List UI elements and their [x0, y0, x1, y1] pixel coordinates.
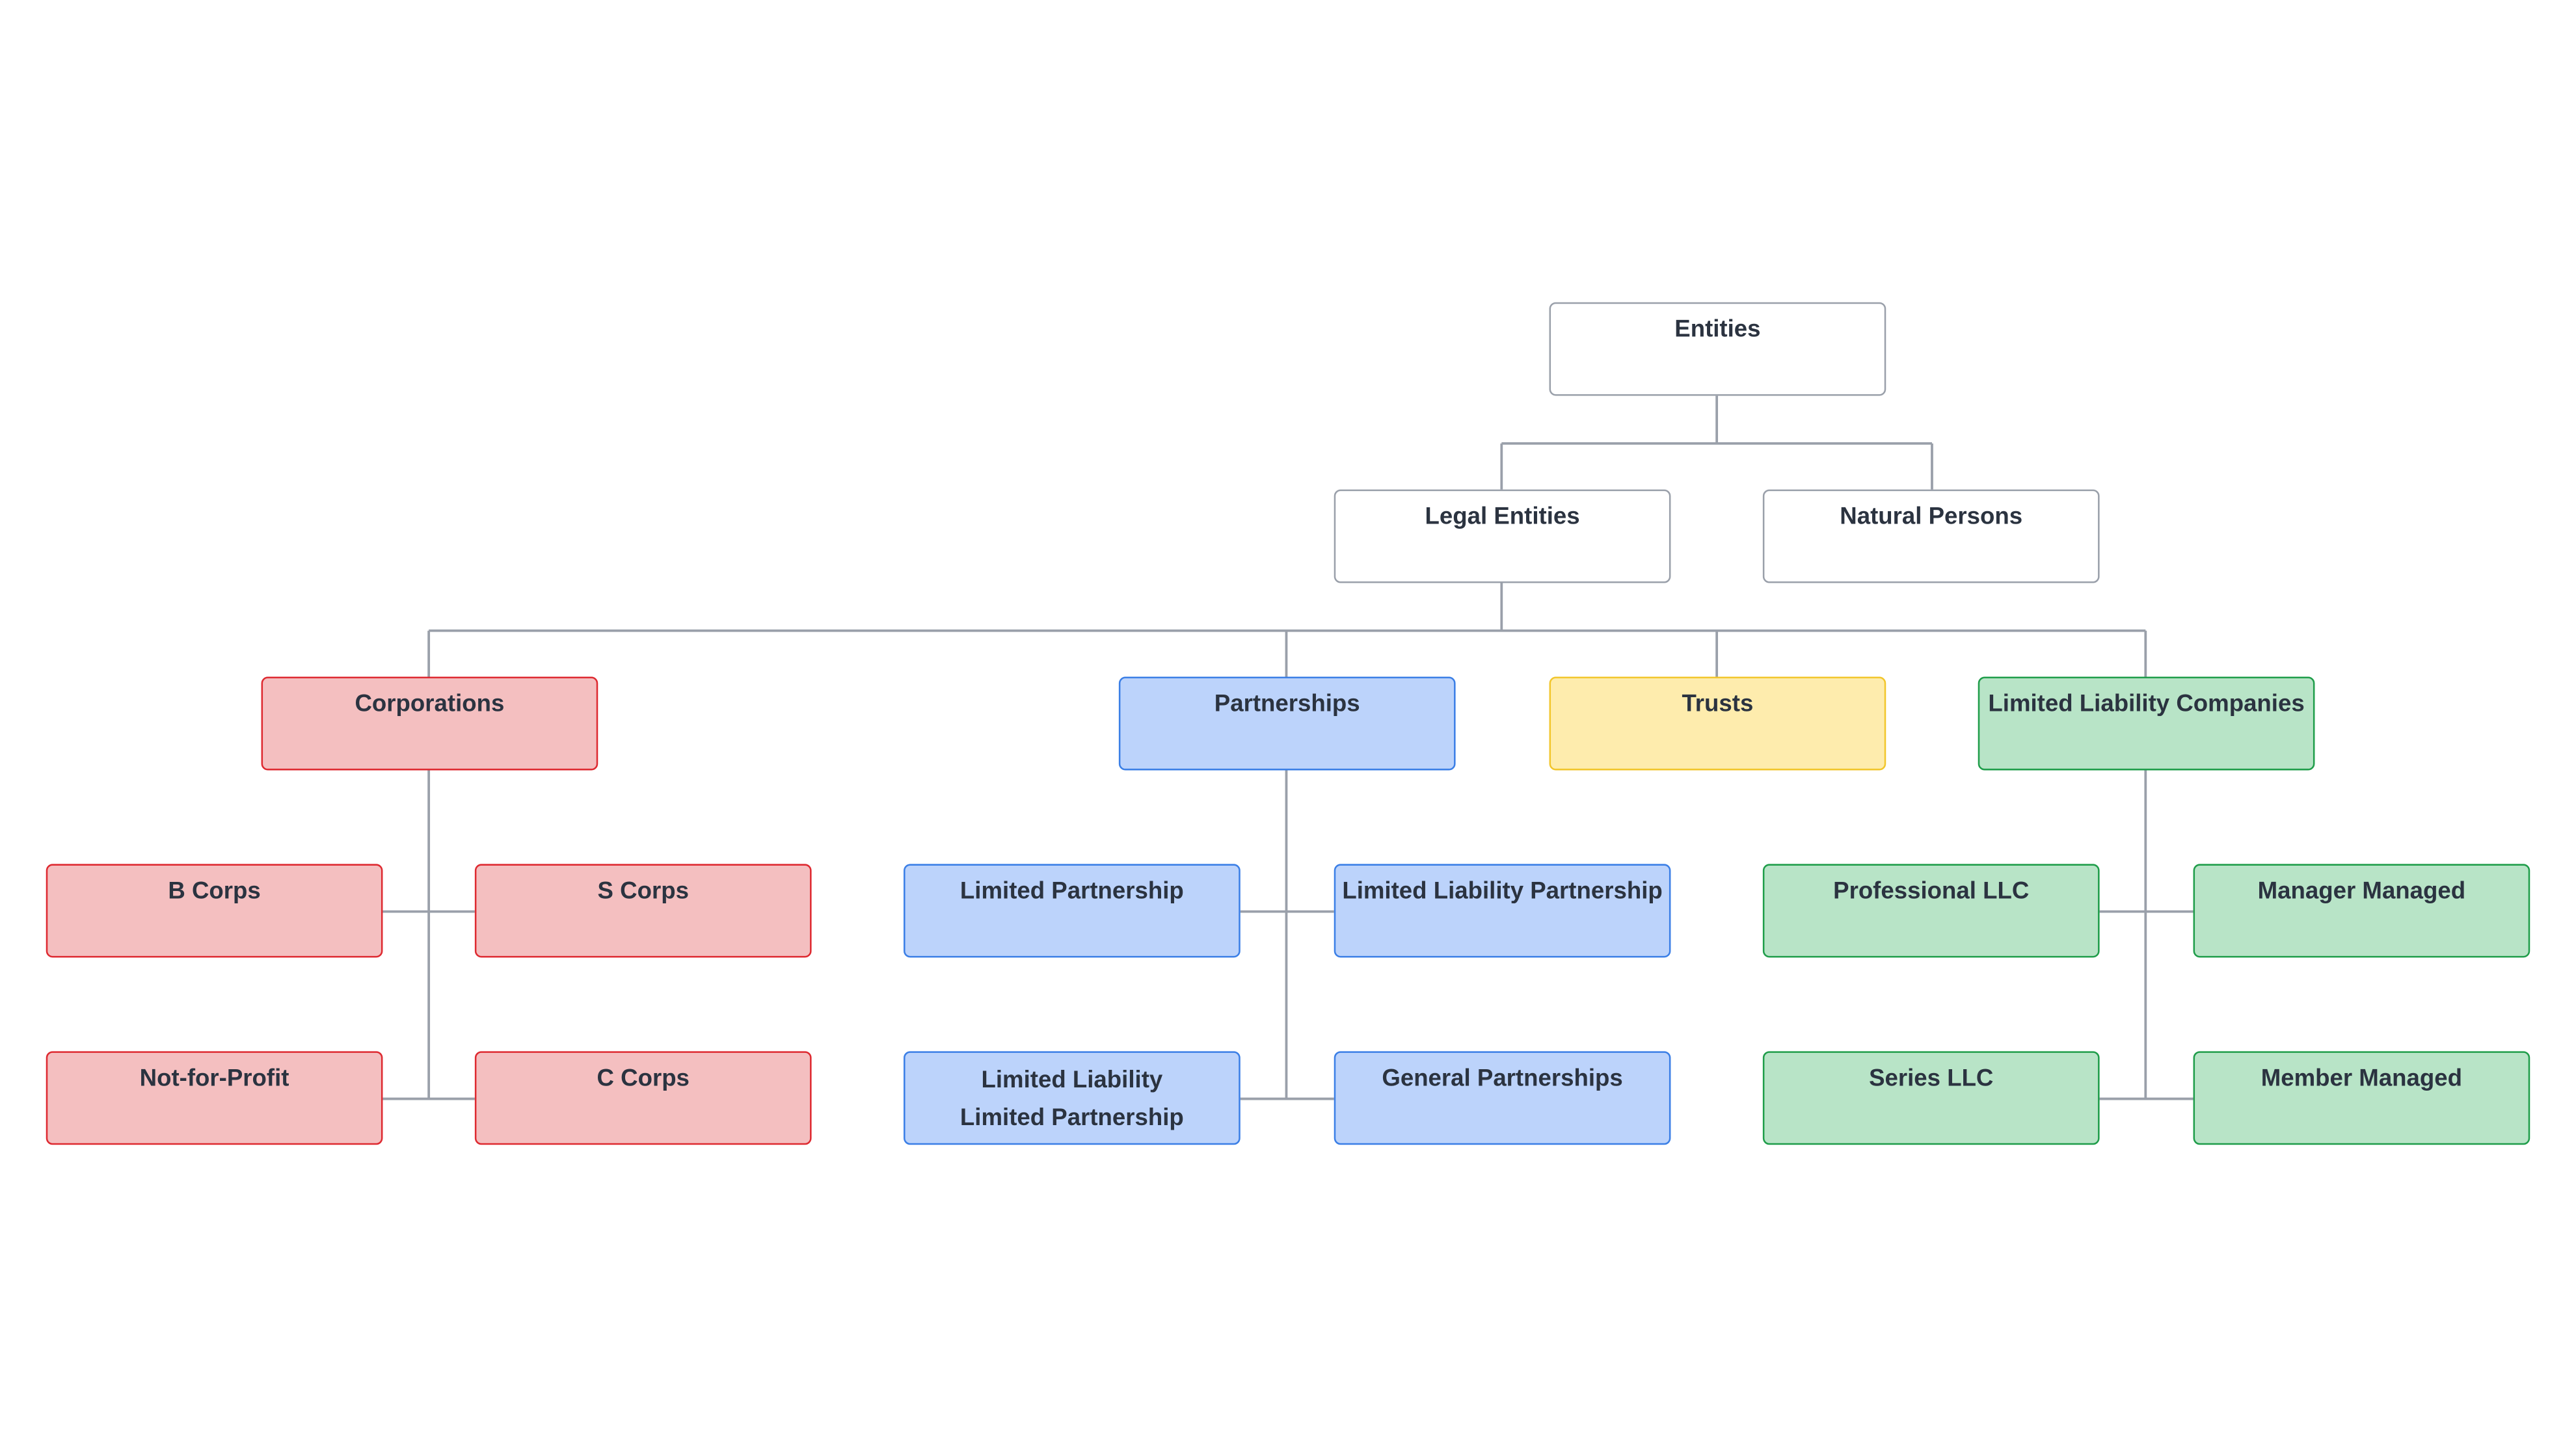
node-series-llc: Series LLC [1762, 1051, 2100, 1145]
node-trusts-label: Trusts [1682, 691, 1754, 718]
node-corporations-label: Corporations [355, 691, 505, 718]
connector-corporations [382, 770, 475, 1100]
node-natural-persons-label: Natural Persons [1840, 504, 2023, 531]
node-s-corps-label: S Corps [597, 879, 689, 905]
node-general-partnerships: General Partnerships [1334, 1051, 1671, 1145]
node-corporations: Corporations [261, 676, 598, 771]
node-professional-llc: Professional LLC [1762, 864, 2100, 958]
node-lllp-label-line1: Limited Liability [981, 1067, 1163, 1094]
node-limited-partnership: Limited Partnership [904, 864, 1241, 958]
node-limited-liability-partnership-label: Limited Liability Partnership [1342, 879, 1663, 905]
node-legal-entities: Legal Entities [1334, 489, 1671, 583]
connector-legal-entities [427, 583, 2147, 677]
node-manager-managed-label: Manager Managed [2257, 879, 2466, 905]
node-limited-liability-partnership: Limited Liability Partnership [1334, 864, 1671, 958]
node-b-corps-label: B Corps [168, 879, 261, 905]
node-lllp-label-line2: Limited Partnership [959, 1105, 1184, 1132]
node-general-partnerships-label: General Partnerships [1382, 1066, 1623, 1093]
node-manager-managed: Manager Managed [2193, 864, 2530, 958]
node-s-corps: S Corps [474, 864, 812, 958]
connector-entities [1500, 395, 1933, 490]
node-member-managed: Member Managed [2193, 1051, 2530, 1145]
node-entities: Entities [1549, 302, 1886, 396]
node-partnerships: Partnerships [1118, 676, 1456, 771]
node-limited-liability-limited-partnership: Limited Liability Limited Partnership [904, 1051, 1241, 1145]
node-c-corps: C Corps [474, 1051, 812, 1145]
node-llcs: Limited Liability Companies [1978, 676, 2315, 771]
node-not-for-profit: Not-for-Profit [46, 1051, 383, 1145]
node-member-managed-label: Member Managed [2261, 1066, 2463, 1093]
connector-llcs [2099, 770, 2194, 1100]
node-series-llc-label: Series LLC [1869, 1066, 1994, 1093]
node-c-corps-label: C Corps [597, 1066, 690, 1093]
node-trusts: Trusts [1549, 676, 1886, 771]
connector-partnerships [1240, 770, 1334, 1100]
node-llcs-label: Limited Liability Companies [1988, 691, 2305, 718]
node-natural-persons: Natural Persons [1762, 489, 2100, 583]
node-professional-llc-label: Professional LLC [1833, 879, 2030, 905]
node-partnerships-label: Partnerships [1214, 691, 1360, 718]
node-b-corps: B Corps [46, 864, 383, 958]
node-limited-partnership-label: Limited Partnership [959, 879, 1184, 905]
node-legal-entities-label: Legal Entities [1425, 504, 1580, 531]
node-entities-label: Entities [1674, 317, 1761, 343]
node-not-for-profit-label: Not-for-Profit [139, 1066, 289, 1093]
